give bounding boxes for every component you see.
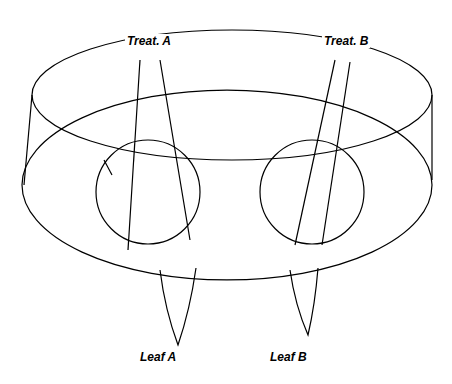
treatment-label: Treat. B — [322, 34, 370, 48]
leaf-label: Leaf B — [268, 350, 309, 364]
treatment-line — [128, 60, 140, 250]
leaf-tip — [160, 268, 196, 345]
treatment-line — [160, 60, 190, 240]
leaf-disc — [96, 140, 200, 244]
treatment-line — [322, 62, 350, 245]
leaf-disc — [260, 140, 364, 244]
dish-rim — [32, 30, 432, 160]
leaf-tip — [290, 268, 318, 335]
treatment-label: Treat. A — [125, 34, 173, 48]
treatment-line — [104, 160, 112, 175]
leaf-label: Leaf A — [138, 350, 178, 364]
dish-wall — [24, 95, 32, 185]
dish-base — [22, 90, 432, 280]
treatment-line — [295, 60, 335, 245]
dish-wall — [431, 95, 432, 180]
